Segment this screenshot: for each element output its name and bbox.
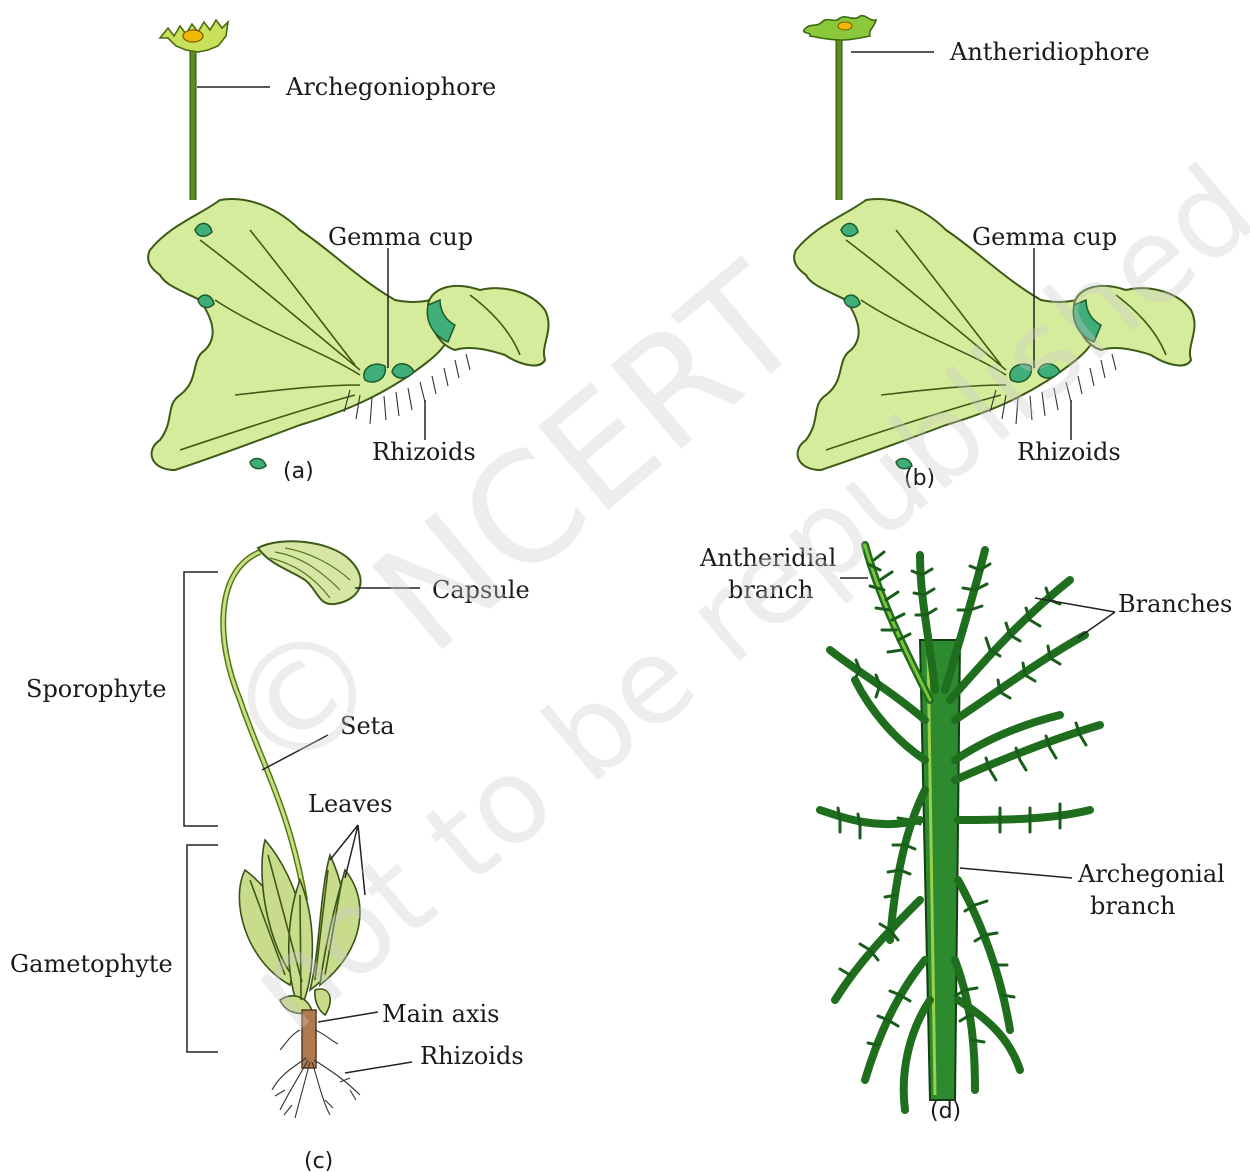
antheridiophore-base-icon	[841, 223, 858, 236]
thallus-lobe-icon	[250, 459, 266, 469]
label-archegonial-line2: branch	[1090, 892, 1176, 920]
leader-line	[345, 1062, 412, 1073]
label-sporophyte: Sporophyte	[26, 675, 166, 703]
main-stem-icon	[920, 640, 960, 1100]
caption-d: (d)	[930, 1099, 961, 1124]
archegoniophore-disc-icon	[160, 20, 228, 52]
sphagnum-plant	[820, 545, 1100, 1110]
archegoniophore-base-icon	[195, 223, 212, 236]
label-gemma-cup-a: Gemma cup	[328, 223, 473, 251]
label-gametophyte: Gametophyte	[10, 950, 173, 978]
leader-line	[960, 868, 1072, 878]
caption-a: (a)	[283, 459, 314, 484]
label-archegoniophore: Archegoniophore	[285, 73, 496, 101]
label-archegonial-line1: Archegonial	[1077, 860, 1225, 888]
antheridiophore-disc-icon	[804, 16, 876, 40]
archegoniophore-structure	[160, 20, 228, 200]
label-rhizoids-c: Rhizoids	[420, 1042, 524, 1070]
gametophyte-bracket	[187, 845, 218, 1052]
caption-c: (c)	[304, 1149, 333, 1172]
label-branches: Branches	[1118, 590, 1232, 618]
label-antheridiophore: Antheridiophore	[949, 38, 1150, 66]
antheridiophore-structure	[804, 16, 876, 200]
label-main-axis: Main axis	[382, 1000, 499, 1028]
panel-a: Archegoniophore Gemma cup Rhizoids (a)	[148, 20, 548, 484]
